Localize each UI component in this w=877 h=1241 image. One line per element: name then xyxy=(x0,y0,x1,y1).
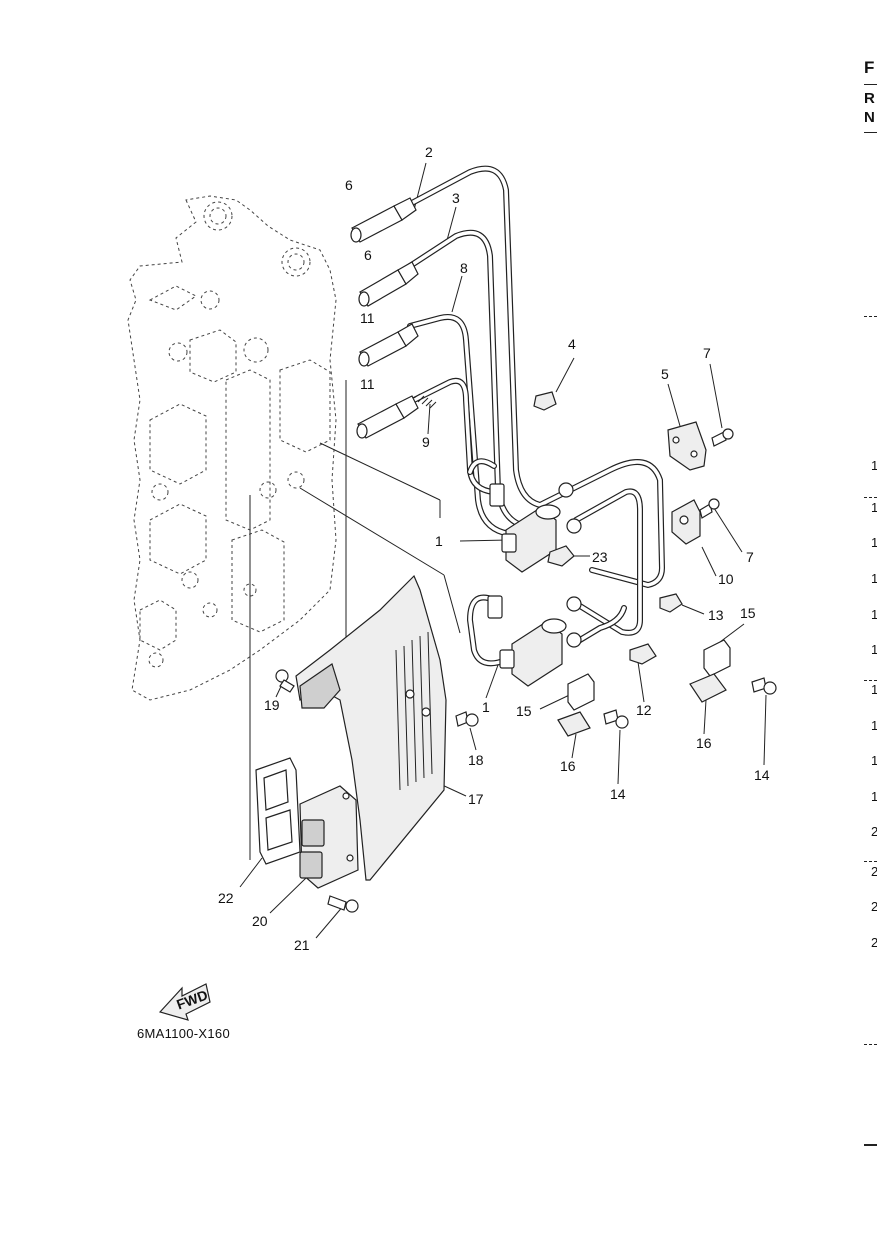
callout-2: 2 xyxy=(425,144,433,160)
plug-cap-third xyxy=(358,323,419,367)
callout-22: 22 xyxy=(218,890,234,906)
callout-21: 21 xyxy=(294,937,310,953)
edge-letter: F xyxy=(864,58,875,77)
callout-9: 9 xyxy=(422,434,430,450)
callout-3: 3 xyxy=(452,190,460,206)
edge-number: 1 xyxy=(871,535,877,550)
edge-number: 1 xyxy=(871,607,877,622)
callout-10: 10 xyxy=(718,571,734,587)
callout-15: 15 xyxy=(516,703,532,719)
bracket-15-right xyxy=(703,639,731,677)
cover-17 xyxy=(295,574,447,881)
holder-16-left xyxy=(557,711,591,737)
ignition-leads xyxy=(407,165,665,667)
edge-rule xyxy=(864,1144,877,1146)
plug-cap-fourth xyxy=(356,393,437,439)
callout-7: 7 xyxy=(703,345,711,361)
callout-6: 6 xyxy=(364,247,372,263)
gasket-22 xyxy=(255,757,301,865)
edge-number: 1 xyxy=(871,571,877,586)
plug-caps xyxy=(350,197,437,439)
ignition-coil-lower xyxy=(499,596,582,687)
screw-14-left xyxy=(603,709,629,729)
callout-23: 23 xyxy=(592,549,608,565)
callout-1: 1 xyxy=(435,533,443,549)
callout-12: 12 xyxy=(636,702,652,718)
edge-rule xyxy=(864,316,877,317)
edge-number: 1 xyxy=(871,458,877,473)
clip-23 xyxy=(547,545,575,567)
screw-18 xyxy=(455,711,479,727)
diagram-caption: 6MA1100-X160 xyxy=(137,1026,230,1041)
edge-rule xyxy=(864,497,877,498)
connector-upper xyxy=(489,483,505,507)
callout-15: 15 xyxy=(740,605,756,621)
edge-number: 1 xyxy=(871,500,877,515)
edge-rule xyxy=(864,680,877,681)
callout-5: 5 xyxy=(661,366,669,382)
edge-number: 1 xyxy=(871,642,877,657)
plug-cap-top xyxy=(350,197,417,243)
clip-12 xyxy=(629,643,657,665)
edge-number: 2 xyxy=(871,935,877,950)
edge-rule xyxy=(864,132,877,133)
edge-letter: R xyxy=(864,90,875,107)
callout-14: 14 xyxy=(610,786,626,802)
plug-cap-second xyxy=(358,261,419,307)
callout-8: 8 xyxy=(460,260,468,276)
edge-number: 2 xyxy=(871,824,877,839)
leader-lines xyxy=(239,162,767,939)
callout-16: 16 xyxy=(560,758,576,774)
edge-number: 1 xyxy=(871,753,877,768)
callout-14: 14 xyxy=(754,767,770,783)
callout-20: 20 xyxy=(252,913,268,929)
connector-lower xyxy=(487,595,503,619)
ignition-coil-upper xyxy=(501,482,582,573)
clip-4 xyxy=(533,391,557,411)
edge-letter: N xyxy=(864,109,875,126)
callout-13: 13 xyxy=(708,607,724,623)
edge-rule xyxy=(864,84,877,85)
edge-number: 1 xyxy=(871,789,877,804)
callout-1: 1 xyxy=(482,699,490,715)
plate-10 xyxy=(671,499,701,545)
screw-14-right xyxy=(751,677,777,695)
callout-4: 4 xyxy=(568,336,576,352)
edge-number: 2 xyxy=(871,899,877,914)
fwd-arrow: FWD xyxy=(158,983,211,1021)
edge-rule xyxy=(864,861,877,862)
callout-16: 16 xyxy=(696,735,712,751)
screw-19 xyxy=(275,669,295,693)
edge-number: 1 xyxy=(871,682,877,697)
callout-6: 6 xyxy=(345,177,353,193)
callout-17: 17 xyxy=(468,791,484,807)
edge-number: 2 xyxy=(871,864,877,879)
holder-16-right xyxy=(689,673,727,703)
edge-number: 1 xyxy=(871,718,877,733)
callout-11: 11 xyxy=(360,310,375,326)
edge-rule xyxy=(864,1044,877,1045)
screw-7-upper xyxy=(711,428,734,447)
callout-7: 7 xyxy=(746,549,754,565)
module-20 xyxy=(299,785,359,889)
engine-block xyxy=(127,195,337,701)
screw-7-lower xyxy=(699,498,720,519)
clip-13 xyxy=(659,593,683,613)
bracket-5 xyxy=(667,421,707,471)
callout-11: 11 xyxy=(360,376,375,392)
bracket-15-left xyxy=(567,673,595,711)
callouts: 1 1 1 2 3 4 5 6 6 7 7 8 9 10 11 11 12 13… xyxy=(218,144,770,953)
screw-21 xyxy=(327,895,359,913)
callout-18: 18 xyxy=(468,752,484,768)
callout-19: 19 xyxy=(264,697,280,713)
